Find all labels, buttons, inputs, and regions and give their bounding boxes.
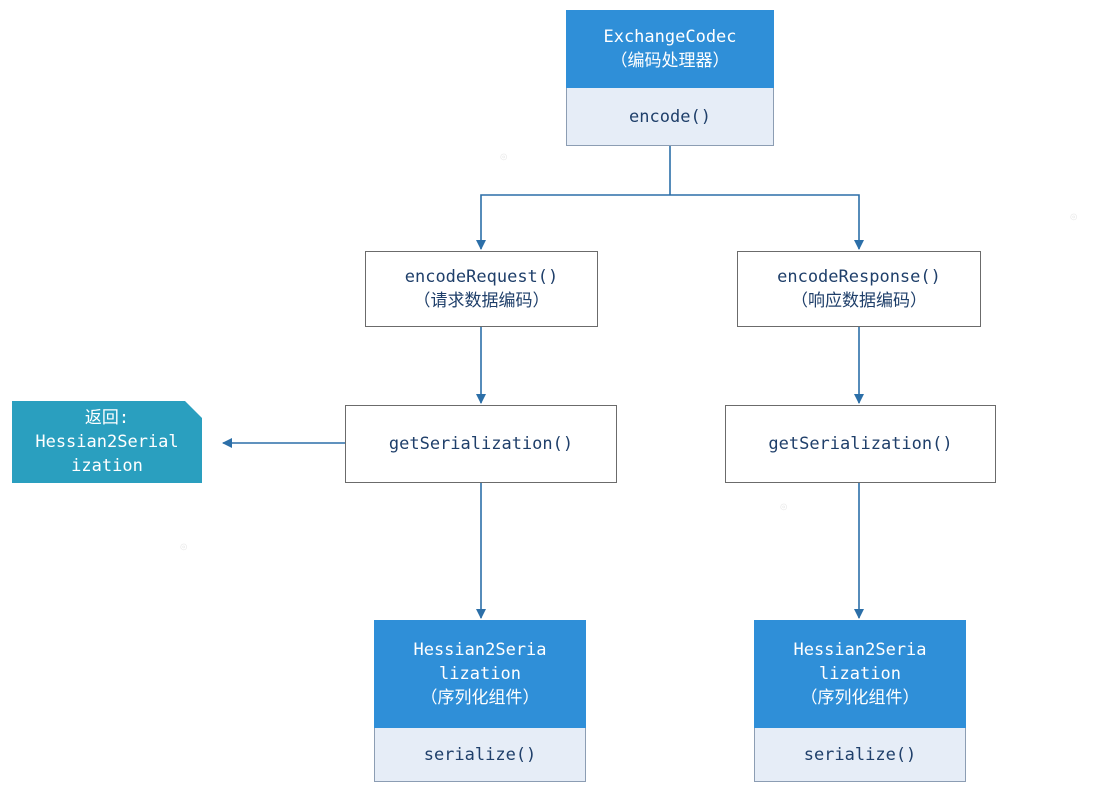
serialization-right-line2: lization (819, 664, 901, 684)
encode-response-title: encodeResponse() (777, 267, 941, 287)
encode-request-title: encodeRequest() (404, 267, 559, 287)
encode-request-subtitle: （请求数据编码） (413, 291, 550, 311)
serialization-left-line3: （序列化组件） (420, 688, 540, 708)
serialize-right-label: serialize() (803, 744, 917, 765)
serialization-right-method[interactable]: serialize() (754, 728, 966, 782)
connector-to-encode-request (476, 194, 670, 250)
serialization-right-header[interactable]: Hessian2Seria lization （序列化组件） (754, 620, 966, 728)
connector-to-encode-response (670, 194, 864, 250)
serialization-left-method[interactable]: serialize() (374, 728, 586, 782)
return-note-line3: ization (71, 456, 143, 476)
serialization-right-line3: （序列化组件） (800, 688, 920, 708)
serialization-left-line2: lization (439, 664, 521, 684)
exchange-codec-header[interactable]: ExchangeCodec （编码处理器） (566, 10, 774, 88)
serialization-left-header[interactable]: Hessian2Seria lization （序列化组件） (374, 620, 586, 728)
exchange-codec-subtitle: （编码处理器） (610, 51, 730, 71)
exchange-codec-title: ExchangeCodec (603, 27, 737, 47)
serialization-right-line1: Hessian2Seria (793, 640, 927, 660)
encode-method-label: encode() (629, 106, 711, 127)
get-serialization-left-box[interactable]: getSerialization() (345, 405, 617, 483)
return-note[interactable]: 返回: Hessian2Serial ization (12, 401, 202, 483)
encode-response-box[interactable]: encodeResponse() （响应数据编码） (737, 251, 981, 327)
return-note-line1: 返回: (84, 408, 130, 428)
exchange-codec-method[interactable]: encode() (566, 88, 774, 146)
encode-request-box[interactable]: encodeRequest() （请求数据编码） (365, 251, 598, 327)
encode-response-subtitle: （响应数据编码） (791, 291, 927, 311)
get-serialization-right-label: getSerialization() (768, 434, 953, 454)
get-serialization-left-label: getSerialization() (388, 434, 574, 454)
serialize-left-label: serialize() (423, 744, 537, 765)
get-serialization-right-box[interactable]: getSerialization() (725, 405, 996, 483)
return-note-line2: Hessian2Serial (35, 432, 179, 452)
serialization-left-line1: Hessian2Seria (413, 640, 547, 660)
